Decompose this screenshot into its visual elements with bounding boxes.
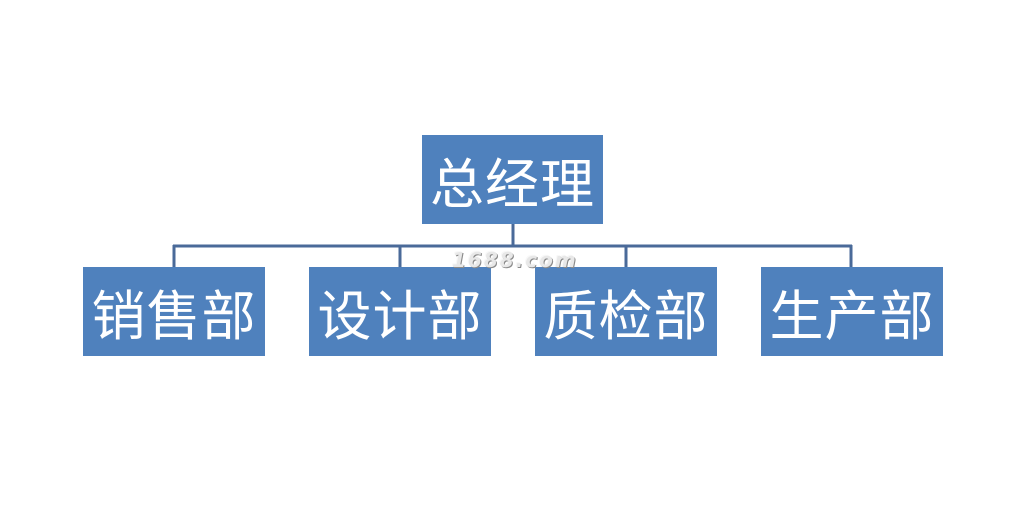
node-qc-department-label: 质检部 bbox=[543, 285, 709, 348]
watermark-text: 1688.com bbox=[452, 248, 578, 272]
node-design-department-label: 设计部 bbox=[317, 285, 483, 348]
node-general-manager: 总经理 bbox=[422, 135, 603, 224]
node-general-manager-label: 总经理 bbox=[430, 153, 595, 216]
node-sales-department-label: 销售部 bbox=[91, 285, 257, 348]
node-production-department-label: 生产部 bbox=[769, 285, 935, 348]
node-qc-department: 质检部 bbox=[535, 267, 717, 356]
node-production-department: 生产部 bbox=[761, 267, 943, 356]
node-design-department: 设计部 bbox=[309, 267, 491, 356]
node-sales-department: 销售部 bbox=[83, 267, 265, 356]
